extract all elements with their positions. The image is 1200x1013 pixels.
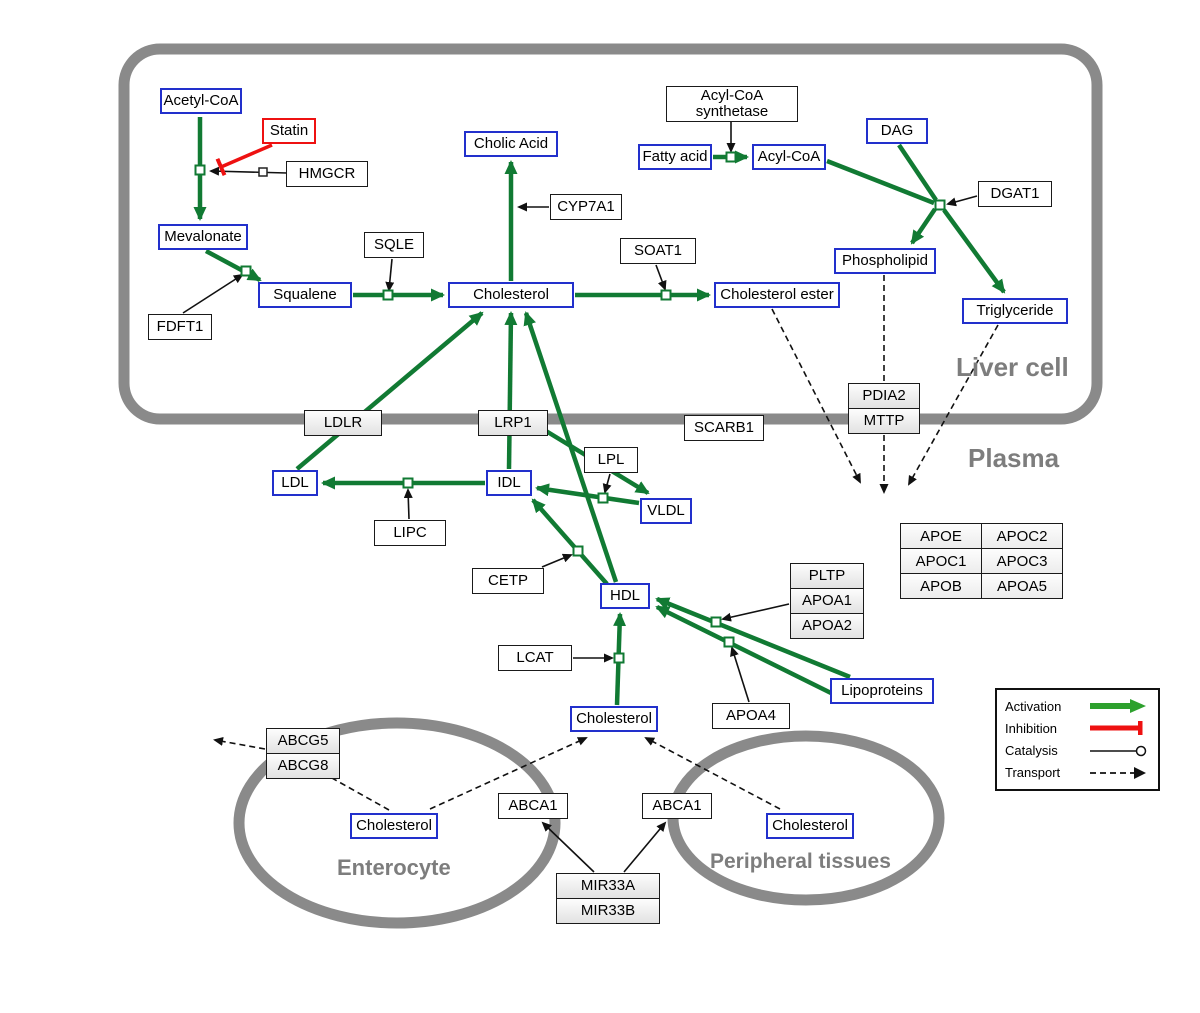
liver-cell-label: Liver cell <box>956 352 1069 382</box>
node-vldl[interactable]: VLDL <box>640 498 692 524</box>
node-mttp[interactable]: MTTP <box>848 408 920 434</box>
node-abca1-right[interactable]: ABCA1 <box>642 793 712 819</box>
node-lrp1[interactable]: LRP1 <box>478 410 548 436</box>
node-apob[interactable]: APOB <box>900 573 982 599</box>
peripheral-tissues-label: Peripheral tissues <box>710 850 891 873</box>
acs-line2: synthetase <box>695 103 769 120</box>
legend: Activation Inhibition Catalysis Transpor… <box>995 688 1160 791</box>
liver-cell-membrane <box>118 43 1103 425</box>
node-hmgcr[interactable]: HMGCR <box>286 161 368 187</box>
node-apoc1[interactable]: APOC1 <box>900 548 982 574</box>
membranes <box>118 43 1103 929</box>
node-lpl[interactable]: LPL <box>584 447 638 473</box>
legend-row-transport: Transport <box>1005 765 1150 781</box>
node-sqle[interactable]: SQLE <box>364 232 424 258</box>
node-cholesterol-ester[interactable]: Cholesterol ester <box>714 282 840 308</box>
node-cetp[interactable]: CETP <box>472 568 544 594</box>
node-apoc3[interactable]: APOC3 <box>981 548 1063 574</box>
node-pltp[interactable]: PLTP <box>790 563 864 589</box>
node-apoa2[interactable]: APOA2 <box>790 613 864 639</box>
node-acetyl-coa[interactable]: Acetyl-CoA <box>160 88 242 114</box>
node-dag[interactable]: DAG <box>866 118 928 144</box>
node-soat1[interactable]: SOAT1 <box>620 238 696 264</box>
node-apoa4[interactable]: APOA4 <box>712 703 790 729</box>
legend-row-catalysis: Catalysis <box>1005 743 1150 759</box>
node-apoe[interactable]: APOE <box>900 523 982 549</box>
reaction-nodes <box>194 151 946 664</box>
node-dgat1[interactable]: DGAT1 <box>978 181 1052 207</box>
node-mir33b[interactable]: MIR33B <box>556 898 660 924</box>
legend-catalysis-label: Catalysis <box>1005 743 1058 759</box>
transport-dashed-arrow-icon <box>1090 766 1146 779</box>
node-mevalonate[interactable]: Mevalonate <box>158 224 248 250</box>
legend-row-activation: Activation <box>1005 698 1150 714</box>
enterocyte-membrane <box>233 717 561 929</box>
node-cholesterol-enterocyte[interactable]: Cholesterol <box>350 813 438 839</box>
node-fatty-acid[interactable]: Fatty acid <box>638 144 712 170</box>
node-phospholipid[interactable]: Phospholipid <box>834 248 936 274</box>
catalysis-anchor-square <box>258 167 268 177</box>
node-abcg5[interactable]: ABCG5 <box>266 728 340 754</box>
node-abcg8[interactable]: ABCG8 <box>266 753 340 779</box>
inhibition-tbar-icon <box>1090 721 1143 736</box>
legend-row-inhibition: Inhibition <box>1005 720 1150 736</box>
node-mir33a[interactable]: MIR33A <box>556 873 660 899</box>
acs-line1: Acyl-CoA <box>700 86 764 104</box>
node-fdft1[interactable]: FDFT1 <box>148 314 212 340</box>
catalysis-edges <box>182 121 978 873</box>
legend-activation-label: Activation <box>1005 698 1062 714</box>
activation-edges <box>193 117 1006 706</box>
node-lipoproteins[interactable]: Lipoproteins <box>830 678 934 704</box>
activation-arrow-icon <box>1090 699 1146 714</box>
inhibition-edge <box>215 143 273 177</box>
apolipoprotein-table: APOE APOC2 APOC1 APOC3 APOB APOA5 <box>900 523 1063 599</box>
legend-inhibition-label: Inhibition <box>1005 720 1058 736</box>
enterocyte-label: Enterocyte <box>337 855 451 880</box>
catalysis-circle-icon <box>1090 745 1147 756</box>
node-ldl[interactable]: LDL <box>272 470 318 496</box>
node-acyl-coa-synthetase[interactable]: Acyl-CoA synthetase <box>666 86 798 122</box>
node-ldlr[interactable]: LDLR <box>304 410 382 436</box>
node-triglyceride[interactable]: Triglyceride <box>962 298 1068 324</box>
node-cholesterol-plasma[interactable]: Cholesterol <box>570 706 658 732</box>
node-idl[interactable]: IDL <box>486 470 532 496</box>
node-scarb1[interactable]: SCARB1 <box>684 415 764 441</box>
node-abca1-left[interactable]: ABCA1 <box>498 793 568 819</box>
node-cholesterol-peripheral[interactable]: Cholesterol <box>766 813 854 839</box>
node-cyp7a1[interactable]: CYP7A1 <box>550 194 622 220</box>
node-statin[interactable]: Statin <box>262 118 316 144</box>
node-lipc[interactable]: LIPC <box>374 520 446 546</box>
node-squalene[interactable]: Squalene <box>258 282 352 308</box>
node-apoa5[interactable]: APOA5 <box>981 573 1063 599</box>
node-cholesterol-liver[interactable]: Cholesterol <box>448 282 574 308</box>
node-cholic-acid[interactable]: Cholic Acid <box>464 131 558 157</box>
node-pdia2[interactable]: PDIA2 <box>848 383 920 409</box>
transport-edges <box>213 275 999 811</box>
node-hdl[interactable]: HDL <box>600 583 650 609</box>
node-lcat[interactable]: LCAT <box>498 645 572 671</box>
node-acyl-coa[interactable]: Acyl-CoA <box>752 144 826 170</box>
plasma-label: Plasma <box>968 443 1060 473</box>
node-apoc2[interactable]: APOC2 <box>981 523 1063 549</box>
legend-transport-label: Transport <box>1005 765 1061 781</box>
node-apoa1[interactable]: APOA1 <box>790 588 864 614</box>
